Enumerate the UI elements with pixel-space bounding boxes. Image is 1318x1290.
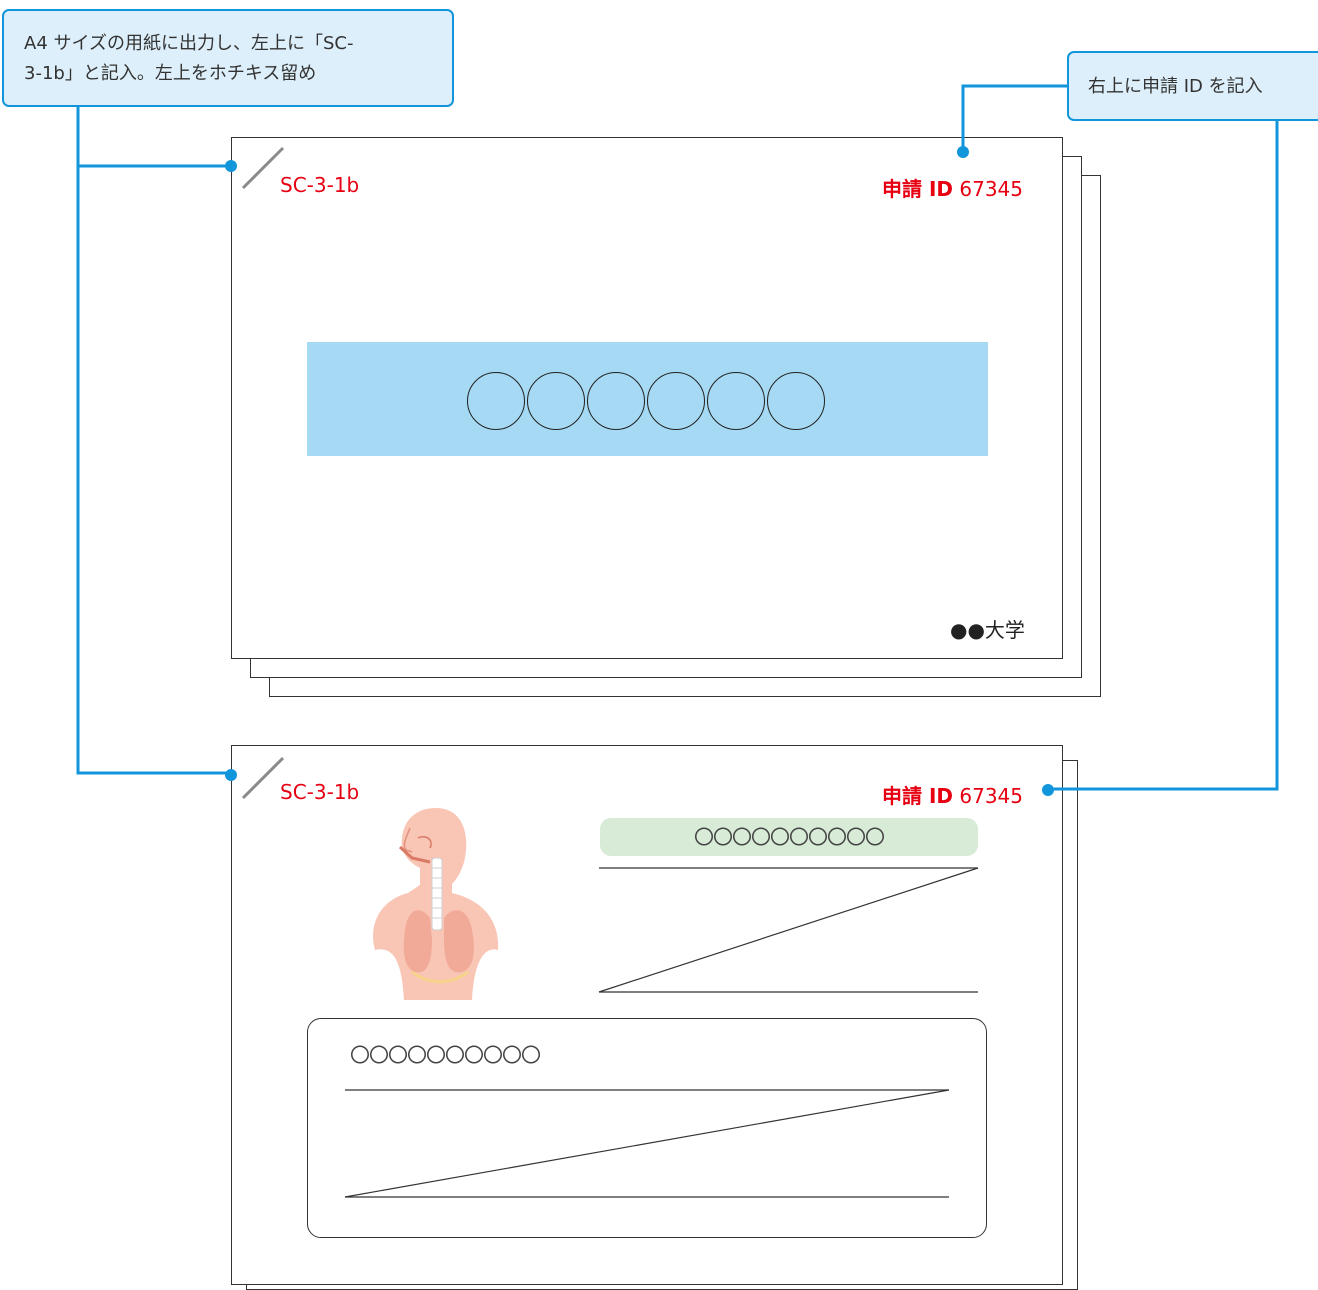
callout-right-text: 右上に申請 ID を記入 bbox=[1088, 76, 1263, 97]
stapling-instruction-callout: A4 サイズの用紙に出力し、左上に「SC- 3-1b」と記入。左上をホチキス留め bbox=[2, 9, 454, 107]
anchor-dot-slide2-left bbox=[225, 769, 237, 781]
title-circle: 〇 bbox=[707, 372, 765, 430]
title-circle: 〇 bbox=[647, 372, 705, 430]
anchor-dot-slide1-right bbox=[957, 146, 969, 158]
title-circle: 〇 bbox=[527, 372, 585, 430]
summary-box-heading: 〇〇〇〇〇〇〇〇〇〇 bbox=[350, 1043, 541, 1067]
staple-mark-slide2 bbox=[241, 756, 285, 800]
summary-box: 〇〇〇〇〇〇〇〇〇〇 bbox=[307, 1018, 987, 1238]
text-line-diagonal bbox=[598, 867, 979, 993]
callout-left-line2: 3-1b」と記入。左上をホチキス留め bbox=[24, 63, 317, 84]
slide1-title-band: 〇 〇 〇 〇 〇 〇 bbox=[307, 342, 988, 456]
topic-heading-pill: 〇〇〇〇〇〇〇〇〇〇 bbox=[600, 818, 978, 856]
anchor-dot-slide2-right bbox=[1042, 784, 1054, 796]
title-circle: 〇 bbox=[467, 372, 525, 430]
title-circle: 〇 bbox=[767, 372, 825, 430]
box-line-diagonal bbox=[344, 1089, 950, 1198]
slide2-code: SC-3-1b bbox=[280, 780, 360, 804]
title-circle: 〇 bbox=[587, 372, 645, 430]
slide1-app-id-value: 67345 bbox=[959, 177, 1023, 201]
callout-left-line1: A4 サイズの用紙に出力し、左上に「SC- bbox=[24, 33, 354, 54]
slide2-app-id-label: 申請 ID bbox=[882, 784, 954, 808]
slide1-code: SC-3-1b bbox=[280, 173, 360, 197]
application-id-callout: 右上に申請 ID を記入 bbox=[1067, 51, 1318, 121]
respiratory-illustration bbox=[373, 808, 499, 1000]
anchor-dot-slide1-left bbox=[225, 160, 237, 172]
slide1-app-id-label: 申請 ID bbox=[882, 177, 954, 201]
staple-mark-slide1 bbox=[241, 146, 285, 190]
title-placeholder-circles: 〇 〇 〇 〇 〇 〇 bbox=[467, 372, 827, 430]
slide2-app-id-value: 67345 bbox=[959, 784, 1023, 808]
slide2-application-id: 申請 ID 67345 bbox=[882, 780, 1023, 809]
slide1-application-id: 申請 ID 67345 bbox=[882, 173, 1023, 202]
university-name: ●●大学 bbox=[950, 618, 1025, 642]
